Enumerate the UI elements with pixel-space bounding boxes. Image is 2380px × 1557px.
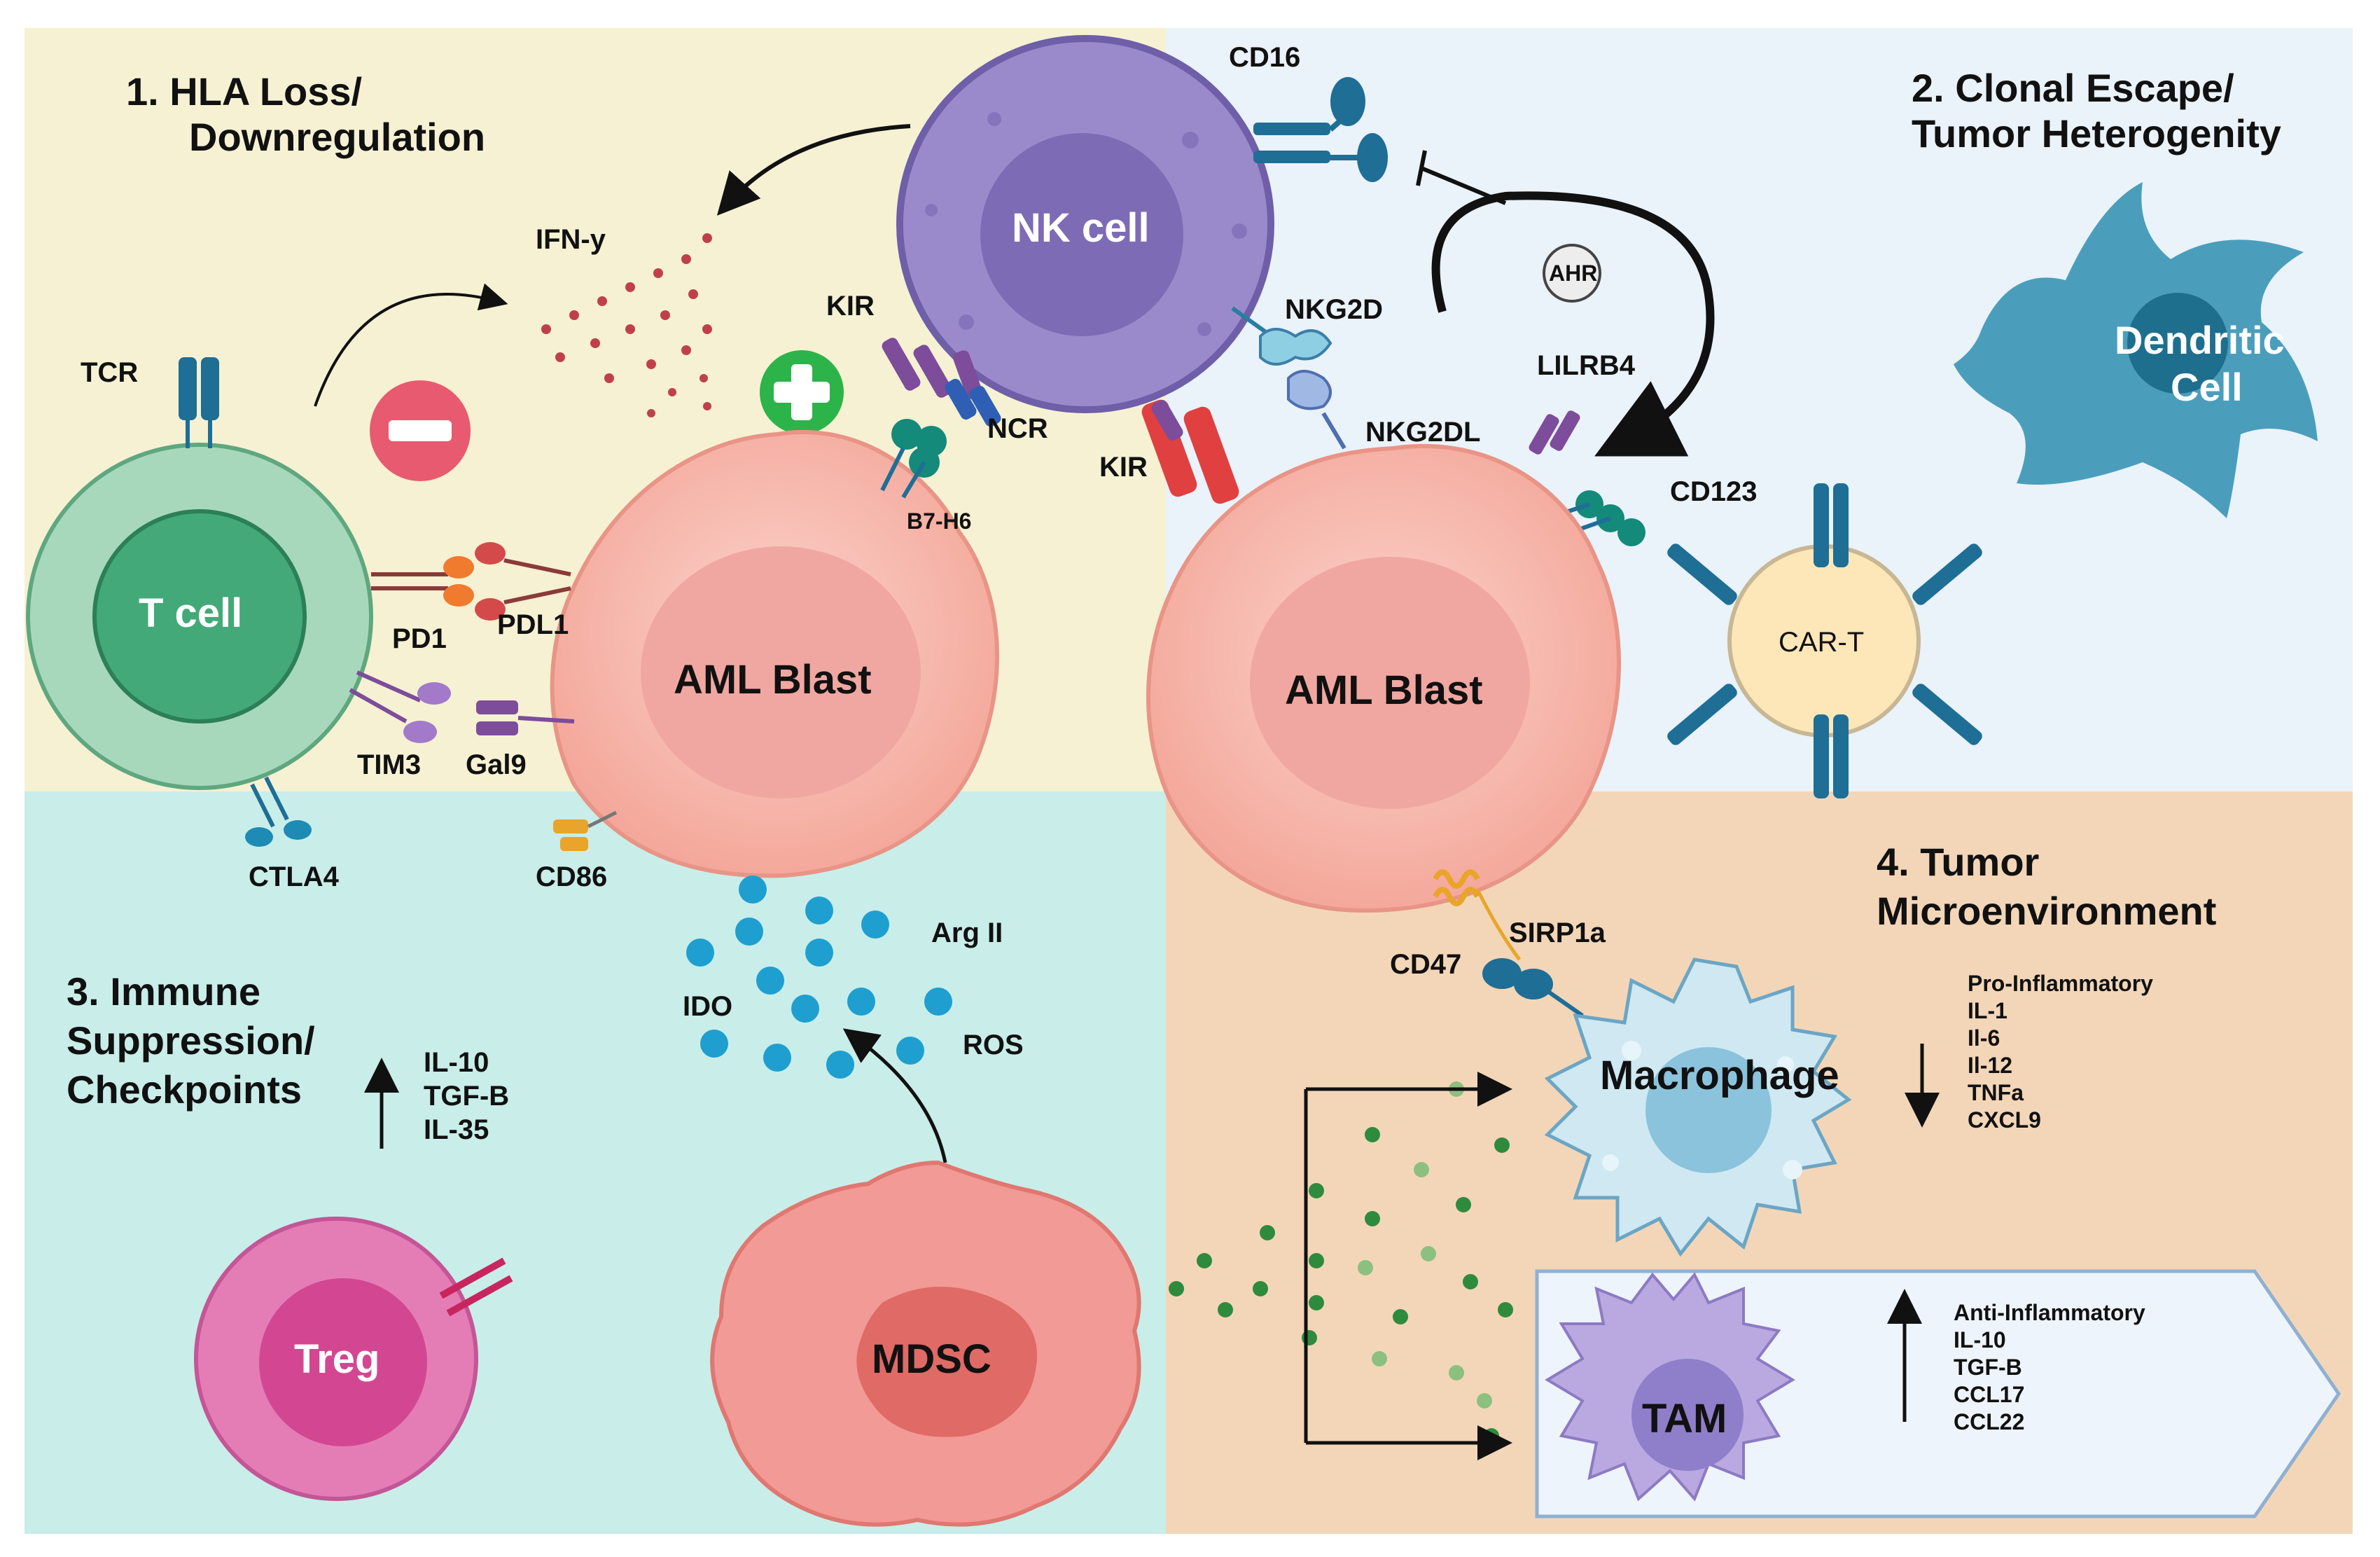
treg-cytokine-list: IL-10 TGF-B IL-35 [424, 1047, 509, 1145]
dendritic-cell-label-2: Cell [2171, 365, 2243, 409]
svg-text:CCL22: CCL22 [1954, 1409, 2024, 1434]
svg-text:TGF-B: TGF-B [1954, 1355, 2022, 1380]
t-cell-label: T cell [139, 590, 242, 636]
label-ido: IDO [683, 991, 732, 1022]
ncr-receptor [880, 378, 1001, 499]
svg-text:CCL17: CCL17 [1954, 1382, 2024, 1407]
kir-receptor-2 [1141, 399, 1239, 504]
heading-suppression-line1: 3. Immune [67, 969, 260, 1013]
dendritic-cell [1954, 182, 2318, 518]
car-t-label: CAR-T [1779, 627, 1864, 658]
ahr-icon [1543, 244, 1601, 303]
heading-tme-line2: Microenvironment [1877, 889, 2216, 933]
tme-signal-dots [1169, 1081, 1513, 1444]
label-gal9: Gal9 [466, 749, 527, 780]
label-cd123: CD123 [1670, 476, 1758, 507]
dendritic-cell-label-1: Dendritic [2115, 318, 2285, 362]
label-kir-2: KIR [1099, 452, 1148, 483]
label-tim3: TIM3 [357, 749, 421, 780]
heading-hla-line1: 1. HLA Loss/ [126, 69, 363, 113]
ifn-dots [541, 233, 712, 417]
label-ifn: IFN-y [536, 224, 606, 255]
label-cd47: CD47 [1390, 949, 1461, 980]
pd1-pdl1-pair [371, 542, 571, 621]
heading-suppression-line2: Suppression/ [67, 1018, 315, 1063]
arrow-mdsc-up [842, 1028, 947, 1163]
nk-cell [896, 35, 1274, 413]
svg-text:TNFa: TNFa [1968, 1080, 2024, 1105]
label-ncr: NCR [987, 413, 1048, 444]
cd123-receptor [1547, 490, 1645, 546]
bracket-arrows [1304, 1072, 1512, 1460]
nk-cell-label: NK cell [1012, 205, 1150, 251]
tcr-receptor [179, 357, 219, 448]
treg-cell [194, 1217, 513, 1501]
car-t-cell [1667, 483, 1982, 798]
lilrb4-receptor [1529, 410, 1580, 455]
label-ahr: AHR [1549, 261, 1597, 286]
heading-hla-line2: Downregulation [189, 115, 485, 159]
svg-text:Anti-Inflammatory: Anti-Inflammatory [1954, 1300, 2145, 1325]
label-lilrb4: LILRB4 [1537, 350, 1636, 381]
heading-clonal-line2: Tumor Heterogenity [1912, 111, 2281, 155]
tim3-gal9-pair [349, 670, 575, 743]
arrow-tcell-to-ifn [314, 283, 508, 407]
heading-tme-line1: 4. Tumor [1877, 840, 2039, 884]
label-cd86: CD86 [536, 861, 607, 892]
label-pdl1: PDL1 [497, 609, 569, 640]
svg-text:Il-6: Il-6 [1968, 1025, 2000, 1051]
arrow-nk-to-ifn [716, 124, 911, 216]
cd16-receptor [1253, 77, 1388, 182]
anti-inflammatory-list: Anti-Inflammatory IL-10 TGF-B CCL17 CCL2… [1954, 1300, 2145, 1434]
label-kir-1: KIR [826, 291, 875, 321]
svg-text:IL-10: IL-10 [424, 1047, 489, 1078]
label-b7h6: B7-H6 [907, 508, 971, 534]
aml-blast-1 [550, 429, 999, 878]
t-cell [26, 443, 373, 790]
mdsc-label: MDSC [872, 1336, 991, 1382]
pro-inflammatory-list: Pro-Inflammatory IL-1 Il-6 Il-12 TNFa CX… [1968, 971, 2153, 1133]
macrophage-cell [1544, 957, 1852, 1257]
svg-text:IL-1: IL-1 [1968, 998, 2007, 1023]
kir-receptor-1 [882, 338, 982, 399]
label-sirp1a: SIRP1a [1509, 918, 1606, 948]
macrophage-label: Macrophage [1600, 1053, 1839, 1098]
ahr-loop-arrow [1431, 191, 1715, 457]
aml-blast-2 [1146, 443, 1621, 913]
label-pd1: PD1 [392, 623, 447, 654]
label-ctla4: CTLA4 [249, 861, 340, 892]
tam-label: TAM [1642, 1396, 1727, 1441]
nkg2d-receptor [1231, 306, 1346, 450]
label-arg2: Arg II [931, 918, 1003, 948]
svg-text:Pro-Inflammatory: Pro-Inflammatory [1968, 971, 2153, 996]
treg-label: Treg [294, 1336, 380, 1382]
aml-blast-2-label: AML Blast [1285, 667, 1483, 713]
heading-clonal-line1: 2. Clonal Escape/ [1912, 66, 2234, 110]
label-ros: ROS [963, 1030, 1024, 1060]
svg-text:CXCL9: CXCL9 [1968, 1107, 2041, 1133]
svg-text:IL-10: IL-10 [1954, 1327, 2006, 1352]
label-nkg2d: NKG2D [1285, 294, 1383, 325]
suppressive-molecules [686, 876, 952, 1079]
cd47-sirp1a-pair [1433, 869, 1584, 1018]
svg-text:Il-12: Il-12 [1968, 1053, 2012, 1078]
svg-text:TGF-B: TGF-B [424, 1081, 509, 1112]
tam-cell [1545, 1272, 1795, 1502]
heading-suppression-line3: Checkpoints [67, 1067, 302, 1112]
mdsc-cell [710, 1160, 1141, 1527]
cd86-receptor [553, 810, 618, 851]
label-tcr: TCR [81, 357, 138, 388]
label-nkg2dl: NKG2DL [1365, 417, 1480, 448]
label-cd16: CD16 [1229, 42, 1300, 73]
aml-blast-1-label: AML Blast [674, 657, 872, 703]
svg-text:IL-35: IL-35 [424, 1114, 489, 1145]
ctla4-receptor [245, 776, 312, 847]
